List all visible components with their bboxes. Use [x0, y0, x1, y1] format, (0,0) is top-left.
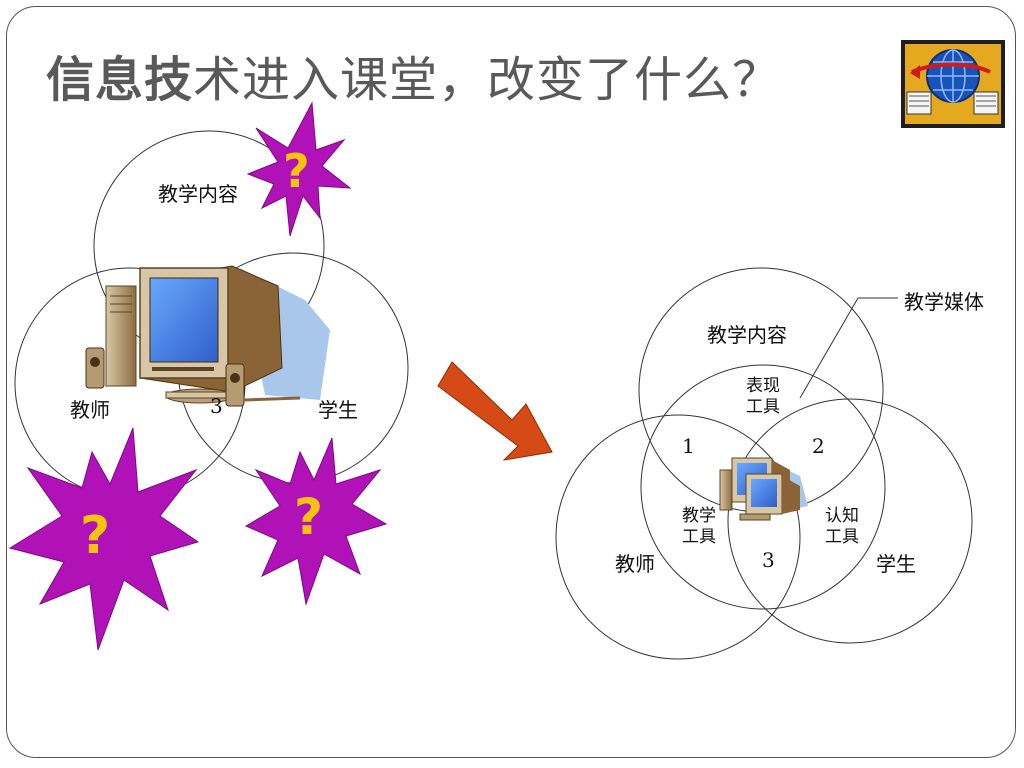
right-student-label: 学生	[876, 552, 916, 576]
right-content-label: 教学内容	[707, 323, 787, 347]
network-transfer-icon	[901, 40, 1005, 128]
region-number-3: 3	[762, 548, 775, 572]
question-mark-bottom: ?	[294, 488, 324, 546]
question-starburst-left	[8, 427, 200, 651]
left-center-number: 3	[210, 394, 223, 418]
transition-arrow	[437, 361, 553, 461]
right-teacher-label: 教师	[615, 552, 655, 576]
right-media-label: 教学媒体	[904, 290, 984, 314]
question-mark-top: ?	[283, 144, 310, 198]
question-starburst-top	[246, 101, 352, 237]
right-circle-teacher	[555, 414, 801, 660]
expression-tool-label: 表现 工具	[746, 376, 780, 417]
title-rest-part: 术进入课堂，改变了什么？	[193, 52, 782, 108]
title-bold-part: 信息技	[46, 52, 194, 108]
computer-icon	[85, 265, 330, 407]
question-mark-left: ?	[80, 506, 111, 566]
left-student-label: 学生	[318, 398, 358, 422]
right-circle-media	[640, 364, 886, 610]
left-content-label: 教学内容	[158, 182, 238, 206]
page-title: 信息技术进入课堂，改变了什么？	[46, 40, 781, 110]
teaching-tool-label: 教学 工具	[682, 506, 716, 547]
left-teacher-label: 教师	[70, 398, 110, 422]
small-computer-icon	[719, 457, 808, 521]
cognitive-tool-label: 认知 工具	[825, 506, 859, 547]
right-circle-student	[727, 398, 973, 644]
region-number-2: 2	[812, 434, 825, 458]
media-leader-line	[799, 297, 898, 399]
region-number-1: 1	[682, 434, 695, 458]
question-starburst-bottom	[244, 437, 388, 606]
